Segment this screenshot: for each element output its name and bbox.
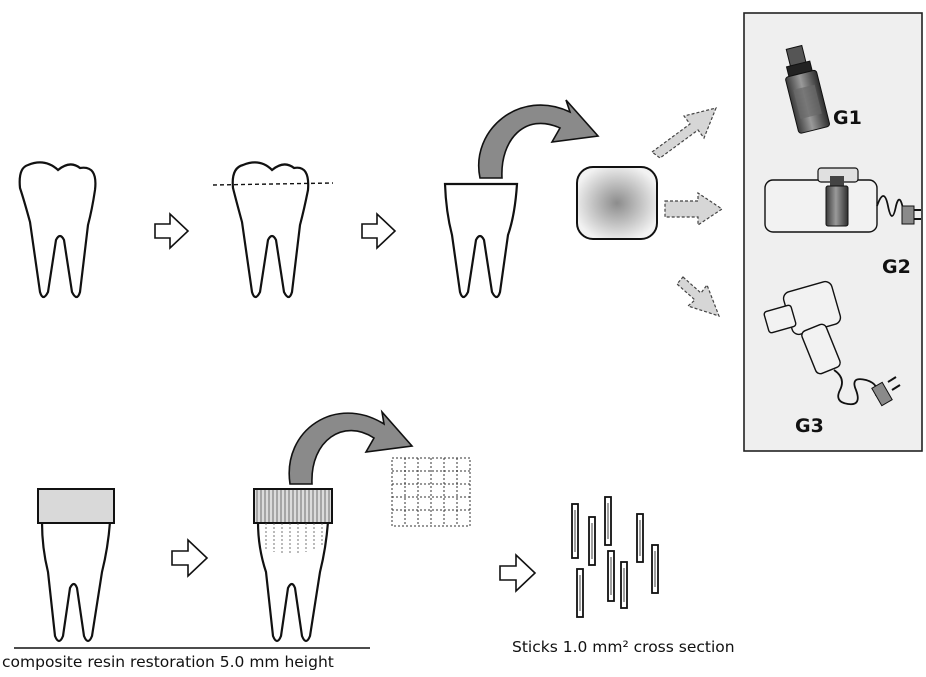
groups-panel: G1 G2 G3 [744, 13, 922, 451]
step-arrow-2 [362, 214, 395, 248]
transfer-arrow-bottom [289, 412, 412, 484]
composite-resin-block [38, 489, 114, 523]
dashed-arrow-g3 [677, 277, 719, 316]
cut-tooth-root [445, 184, 517, 297]
sectioned-tooth [254, 489, 332, 641]
restored-tooth [38, 489, 114, 641]
transfer-arrow-top [479, 100, 598, 178]
intact-tooth [20, 162, 96, 297]
group-label-g3: G3 [795, 415, 824, 437]
dentin-block [577, 167, 657, 239]
caption-sticks: Sticks 1.0 mm² cross section [512, 638, 735, 656]
group-label-g2: G2 [882, 256, 911, 278]
group-label-g1: G1 [833, 107, 862, 129]
step-arrow-3 [172, 540, 207, 576]
dashed-arrow-g1 [652, 108, 716, 158]
dashed-arrow-g2 [665, 193, 722, 225]
step-arrow-1 [155, 214, 188, 248]
caption-restoration: composite resin restoration 5.0 mm heigh… [2, 653, 334, 671]
step-arrow-4 [500, 555, 535, 591]
section-grid [392, 458, 470, 526]
sticks [572, 497, 658, 617]
tooth-with-cut-line [213, 162, 333, 297]
